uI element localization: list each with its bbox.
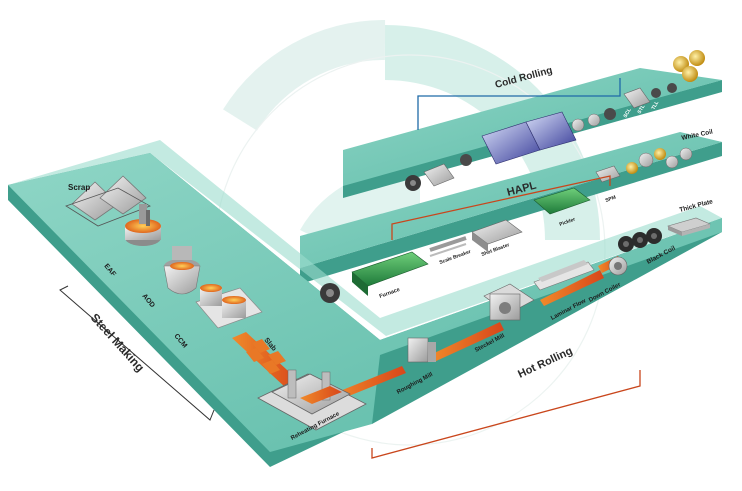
hapl-spm-label: SPM [605,195,617,204]
tll-label: TLL [651,100,661,111]
cold-rolling-equipment [405,50,705,191]
aod-converter [163,246,201,295]
cold-spm-label: SPM [581,133,593,142]
hapl-furnace-label: Furnace [379,287,401,300]
thick-plate-stack [667,217,711,236]
roughing-mill [407,337,436,363]
hot-strip-path [232,256,622,402]
hot-rolling-bracket [371,370,641,459]
steckel-mill [483,283,535,321]
steel-making-bracket [59,285,215,421]
hapl-equipment [320,147,693,303]
black-coils [618,228,662,252]
hot-rolling-platform [8,140,722,467]
stl-label: STL [637,104,647,115]
laminar-flow [533,260,595,291]
eaf-furnace [125,204,161,246]
down-coiler [608,256,628,276]
hot-rolling-heading: Hot Rolling [516,345,574,381]
zmm-label: ZMM [439,189,452,198]
scrap-label: Scrap [68,183,90,192]
reheating-furnace [257,369,367,431]
pickler-label: Pickler [559,217,577,228]
scl-label: SCL [623,107,633,119]
scrap-piles [65,175,151,227]
cold-rolling-bracket [417,78,621,130]
ccm-caster [195,284,263,329]
hapl-bracket [391,175,611,240]
